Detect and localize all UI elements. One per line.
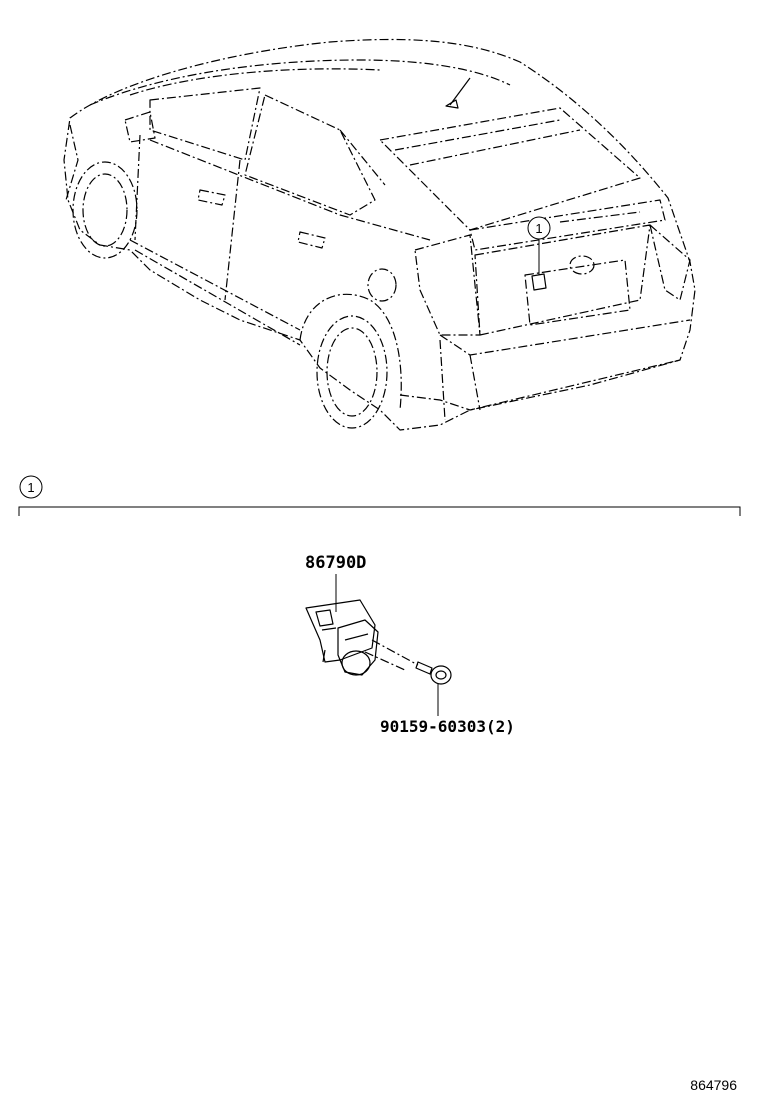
callout-circle xyxy=(527,216,551,240)
bolt-shank-shape xyxy=(415,661,433,675)
bolt-alignment-line xyxy=(371,639,419,666)
part-86790d: 86790D xyxy=(305,553,419,676)
part-number-label: 86790D xyxy=(305,553,366,573)
section-callout-number: 1 xyxy=(27,480,34,495)
part-90159-60303: 90159-60303(2) xyxy=(380,661,515,736)
section-bracket xyxy=(18,506,741,516)
diagram-code: 864796 xyxy=(690,1077,737,1093)
section-header: 1 xyxy=(18,475,741,516)
vehicle-callout: 1 xyxy=(527,216,551,275)
section-callout-circle xyxy=(19,475,43,499)
part-number-label: 90159-60303(2) xyxy=(380,717,515,736)
callout-number: 1 xyxy=(535,221,542,236)
vehicle-illustration xyxy=(63,38,696,431)
bolt-head-shape xyxy=(430,665,452,685)
camera-bracket-shape xyxy=(305,599,376,663)
